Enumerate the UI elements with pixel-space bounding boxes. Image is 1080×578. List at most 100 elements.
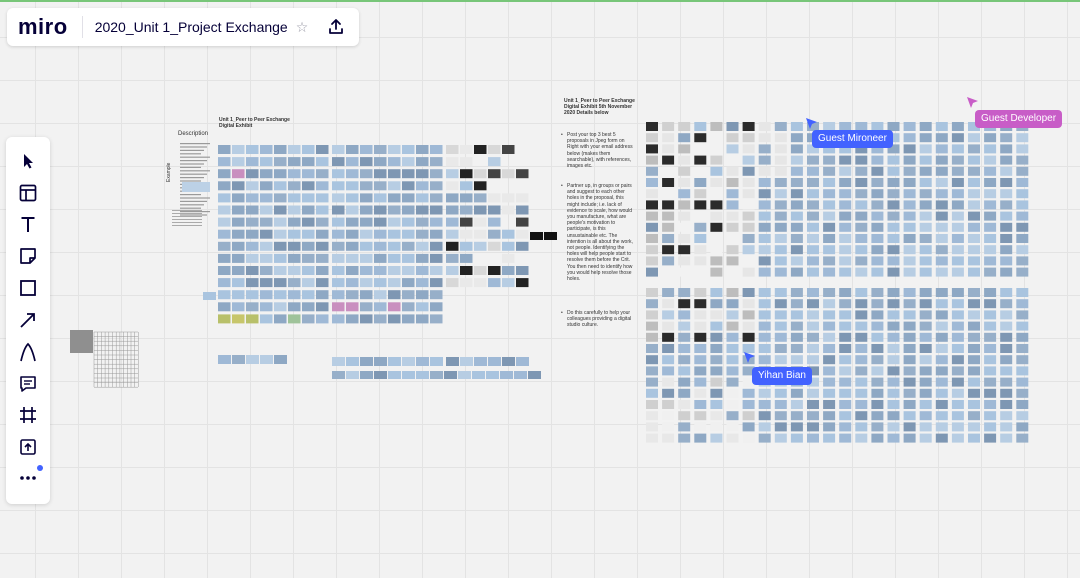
board-thumbnail[interactable] [855, 321, 868, 331]
board-thumbnail[interactable] [274, 314, 287, 324]
board-thumbnail[interactable] [968, 422, 980, 432]
board-thumbnail[interactable] [758, 321, 771, 331]
board-thumbnail[interactable] [346, 278, 359, 288]
board-thumbnail[interactable] [839, 411, 852, 421]
board-thumbnail[interactable] [646, 256, 658, 266]
board-thumbnail[interactable] [646, 166, 658, 176]
board-thumbnail[interactable] [790, 267, 803, 277]
board-thumbnail[interactable] [823, 310, 836, 320]
board-thumbnail[interactable] [839, 433, 852, 443]
board-thumbnail[interactable] [662, 234, 675, 243]
board-thumbnail[interactable] [374, 181, 387, 191]
board-thumbnail[interactable] [790, 256, 803, 266]
board-thumbnail[interactable] [823, 388, 836, 398]
board-thumbnail[interactable] [274, 205, 287, 215]
board-thumbnail[interactable] [887, 234, 900, 243]
board-thumbnail[interactable] [726, 288, 739, 297]
board-thumbnail[interactable] [218, 181, 231, 191]
board-thumbnail[interactable] [951, 344, 964, 353]
board-thumbnail[interactable] [823, 189, 836, 199]
board-thumbnail[interactable] [790, 133, 803, 143]
board-thumbnail[interactable] [402, 314, 415, 324]
board-thumbnail[interactable] [984, 344, 997, 353]
description-text-line[interactable] [180, 194, 201, 196]
board-thumbnail[interactable] [528, 371, 541, 379]
board-thumbnail[interactable] [887, 433, 900, 443]
board-thumbnail[interactable] [935, 200, 948, 210]
board-thumbnail[interactable] [790, 200, 803, 210]
board-thumbnail[interactable] [232, 229, 245, 239]
board-thumbnail[interactable] [984, 366, 997, 376]
board-thumbnail[interactable] [694, 433, 707, 443]
board-thumbnail[interactable] [968, 178, 980, 187]
board-thumbnail[interactable] [288, 145, 301, 154]
board-thumbnail[interactable] [678, 267, 691, 277]
board-thumbnail[interactable] [232, 169, 245, 179]
board-thumbnail[interactable] [416, 145, 429, 154]
board-thumbnail[interactable] [646, 310, 658, 320]
board-thumbnail[interactable] [360, 302, 373, 312]
board-thumbnail[interactable] [807, 288, 819, 297]
board-thumbnail[interactable] [1000, 267, 1013, 277]
board-thumbnail[interactable] [530, 232, 543, 240]
board-thumbnail[interactable] [374, 169, 387, 179]
board-thumbnail[interactable] [662, 299, 675, 309]
board-thumbnail[interactable] [694, 332, 707, 342]
board-thumbnail[interactable] [218, 217, 231, 227]
board-thumbnail[interactable] [694, 310, 707, 320]
connection-line-tool-icon[interactable] [13, 306, 43, 334]
board-thumbnail[interactable] [402, 229, 415, 239]
board-thumbnail[interactable] [935, 411, 948, 421]
board-thumbnail[interactable] [402, 357, 415, 366]
board-thumbnail[interactable] [488, 205, 501, 215]
board-thumbnail[interactable] [460, 357, 473, 366]
board-thumbnail[interactable] [446, 169, 459, 179]
board-thumbnail[interactable] [871, 321, 884, 331]
board-thumbnail[interactable] [694, 377, 707, 387]
board-thumbnail[interactable] [919, 321, 932, 331]
board-thumbnail[interactable] [302, 205, 315, 215]
board-thumbnail[interactable] [774, 299, 787, 309]
board-thumbnail[interactable] [742, 122, 755, 131]
board-thumbnail[interactable] [919, 189, 932, 199]
board-thumbnail[interactable] [646, 377, 658, 387]
board-thumbnail[interactable] [742, 189, 755, 199]
board-thumbnail[interactable] [694, 267, 707, 277]
board-thumbnail[interactable] [1016, 256, 1029, 266]
board-thumbnail[interactable] [758, 288, 771, 297]
board-thumbnail[interactable] [646, 299, 658, 309]
board-thumbnail[interactable] [694, 222, 707, 232]
board-thumbnail[interactable] [919, 133, 932, 143]
board-thumbnail[interactable] [246, 302, 259, 312]
board-thumbnail[interactable] [903, 411, 916, 421]
board-thumbnail[interactable] [871, 166, 884, 176]
board-thumbnail[interactable] [274, 355, 287, 364]
board-thumbnail[interactable] [416, 157, 429, 167]
board-thumbnail[interactable] [288, 253, 301, 263]
board-thumbnail[interactable] [774, 122, 787, 131]
board-thumbnail[interactable] [694, 122, 707, 131]
board-thumbnail[interactable] [919, 211, 932, 221]
board-thumbnail[interactable] [678, 433, 691, 443]
board-thumbnail[interactable] [710, 245, 723, 255]
board-thumbnail[interactable] [416, 193, 429, 203]
board-thumbnail[interactable] [855, 422, 868, 432]
board-thumbnail[interactable] [232, 157, 245, 167]
board-thumbnail[interactable] [1000, 189, 1013, 199]
board-thumbnail[interactable] [774, 166, 787, 176]
board-thumbnail[interactable] [919, 422, 932, 432]
board-thumbnail[interactable] [758, 344, 771, 353]
board-thumbnail[interactable] [790, 299, 803, 309]
board-thumbnail[interactable] [316, 278, 329, 288]
board-thumbnail[interactable] [710, 155, 723, 165]
board-thumbnail[interactable] [903, 256, 916, 266]
board-thumbnail[interactable] [839, 422, 852, 432]
board-thumbnail[interactable] [919, 234, 932, 243]
board-thumbnail[interactable] [807, 234, 819, 243]
board-thumbnail[interactable] [474, 181, 487, 191]
board-thumbnail[interactable] [984, 299, 997, 309]
board-thumbnail[interactable] [460, 278, 473, 288]
board-thumbnail[interactable] [246, 205, 259, 215]
board-thumbnail[interactable] [919, 400, 932, 409]
board-thumbnail[interactable] [984, 155, 997, 165]
